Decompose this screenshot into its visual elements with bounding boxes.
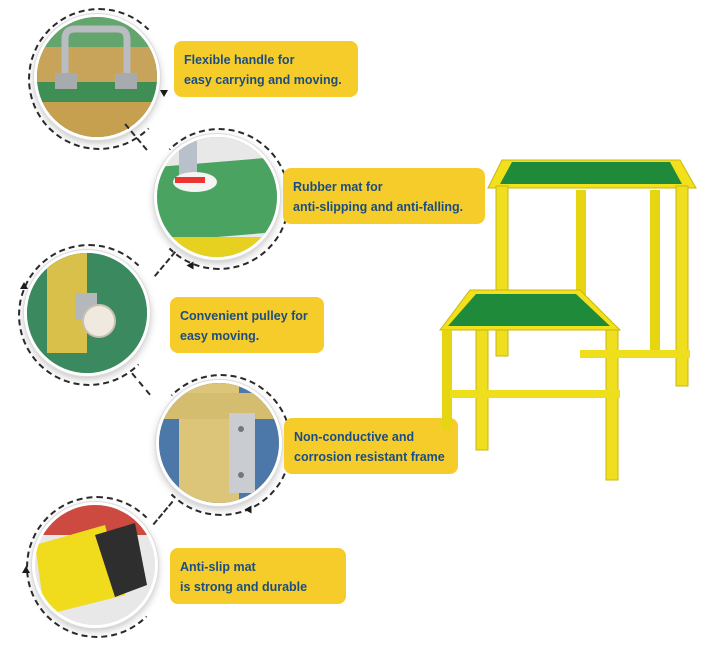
connector-line xyxy=(152,500,174,526)
label-line1: Rubber mat for xyxy=(293,180,383,194)
label-line2: is strong and durable xyxy=(180,580,308,594)
label-line1: Convenient pulley for xyxy=(180,309,308,323)
label-line1: Flexible handle for xyxy=(184,53,295,67)
label-line1: Non-conductive and xyxy=(294,430,415,444)
arrow-icon xyxy=(160,90,168,97)
step-stool-icon xyxy=(439,159,697,481)
step-stool-image xyxy=(430,140,700,490)
handle-photo xyxy=(34,14,160,140)
arrow-icon xyxy=(244,505,252,514)
pulley-icon xyxy=(27,253,147,373)
label-line2: easy carrying and moving. xyxy=(184,73,342,87)
connector-line xyxy=(153,251,177,277)
dashed-ring xyxy=(26,496,168,638)
rubber-mat-icon xyxy=(157,137,277,257)
arrow-icon xyxy=(186,261,194,270)
rubber-mat-photo xyxy=(154,134,280,260)
feature-label: Flexible handle for easy carrying and mo… xyxy=(174,41,358,97)
dashed-ring xyxy=(28,8,170,150)
connector-line xyxy=(131,372,151,396)
handle-icon xyxy=(37,17,157,137)
frame-corner-icon xyxy=(159,383,279,503)
frame-photo xyxy=(156,380,282,506)
dashed-ring xyxy=(18,244,160,386)
anti-slip-photo xyxy=(32,502,158,628)
label-line1: Anti-slip mat xyxy=(180,560,256,574)
label-line2: easy moving. xyxy=(180,329,260,343)
feature-label: Non-conductive and corrosion resistant f… xyxy=(284,418,458,474)
pulley-photo xyxy=(24,250,150,376)
feature-label: Anti-slip mat is strong and durable xyxy=(170,548,346,604)
label-line2: corrosion resistant frame xyxy=(294,450,445,464)
foot-cap-icon xyxy=(35,505,155,625)
feature-label: Convenient pulley for easy moving. xyxy=(170,297,324,353)
arrow-icon xyxy=(22,566,30,573)
label-line2: anti-slipping and anti-falling. xyxy=(293,200,464,214)
feature-label: Rubber mat for anti-slipping and anti-fa… xyxy=(283,168,485,224)
arrow-icon xyxy=(20,282,28,289)
